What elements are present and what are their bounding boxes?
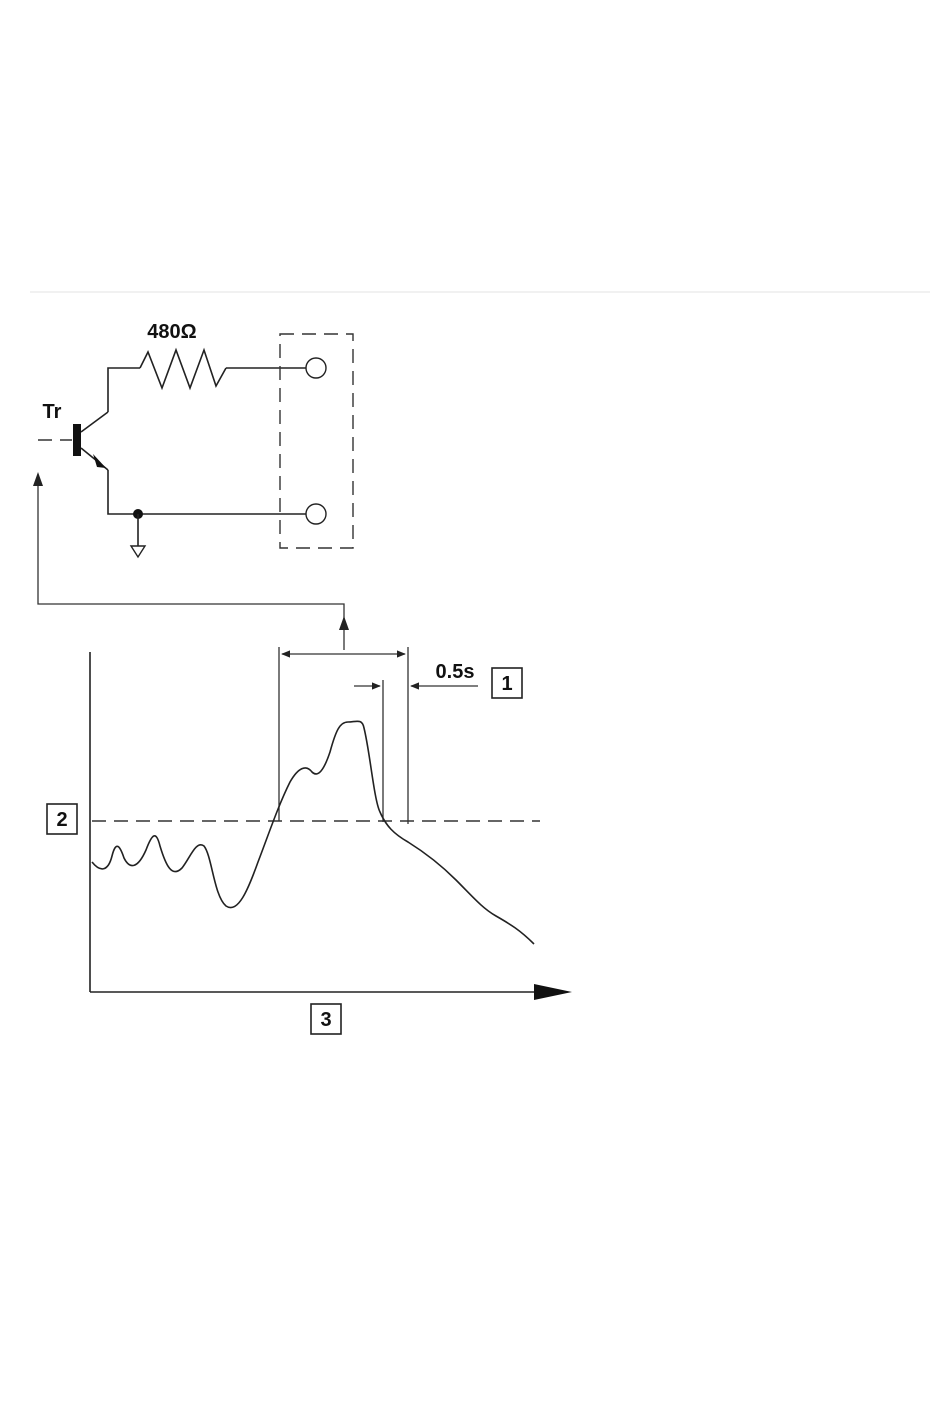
- ground-icon: [131, 546, 145, 557]
- connector-terminal-lower: [306, 504, 326, 524]
- transistor-label: Tr: [43, 401, 62, 423]
- emitter-wire: [108, 470, 306, 514]
- transistor-base-bar: [73, 424, 81, 456]
- delay-label: 0.5s: [436, 661, 475, 683]
- connector-terminal-upper: [306, 358, 326, 378]
- callout-label-3: 3: [320, 1009, 331, 1031]
- waveform-graph: 0.5s 1 2 3: [47, 647, 572, 1034]
- signal-path: [33, 472, 349, 650]
- collector-wire: [108, 368, 140, 412]
- signal-waveform: [92, 721, 534, 944]
- callout-label-1: 1: [501, 673, 512, 695]
- callout-label-2: 2: [56, 809, 67, 831]
- x-axis-arrow-icon: [534, 984, 572, 1000]
- signal-arrow-up-window: [339, 616, 349, 630]
- control-signal-wire: [38, 476, 344, 650]
- transistor-collector-leg: [81, 412, 108, 432]
- resistor-label: 480Ω: [147, 321, 196, 343]
- signal-arrow-up-left: [33, 472, 43, 486]
- resistor-480-ohm: [140, 350, 226, 388]
- circuit: 480Ω Tr: [38, 321, 353, 557]
